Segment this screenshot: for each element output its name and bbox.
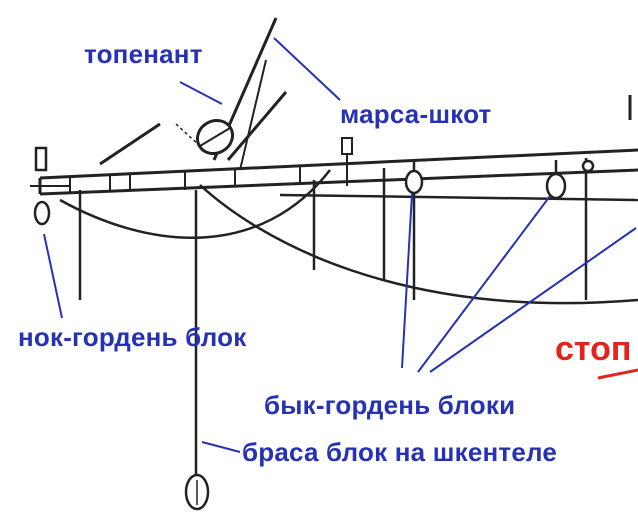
label-topping-lift: топенант (84, 39, 203, 69)
brace-block (184, 473, 210, 511)
label-nock-gorden-block: нок-гордень блок (18, 322, 247, 352)
buntline-blocks (404, 159, 595, 200)
yard-spar (30, 148, 638, 196)
label-stop-partial: стоп (555, 330, 632, 368)
buntline-ropes (78, 158, 588, 478)
topping-lift-block (195, 118, 235, 156)
topsail-sheet-fitting (341, 137, 353, 186)
yard-arm-fitting (33, 146, 51, 226)
sail-lines (59, 169, 638, 305)
label-buntline-blocks: бык-гордень блоки (264, 390, 516, 420)
label-pointers (43, 37, 637, 453)
label-brace-block: браса блок на шкентеле (242, 437, 558, 467)
red-underline (597, 368, 638, 380)
label-topsail-sheet: марса-шкот (340, 99, 492, 129)
